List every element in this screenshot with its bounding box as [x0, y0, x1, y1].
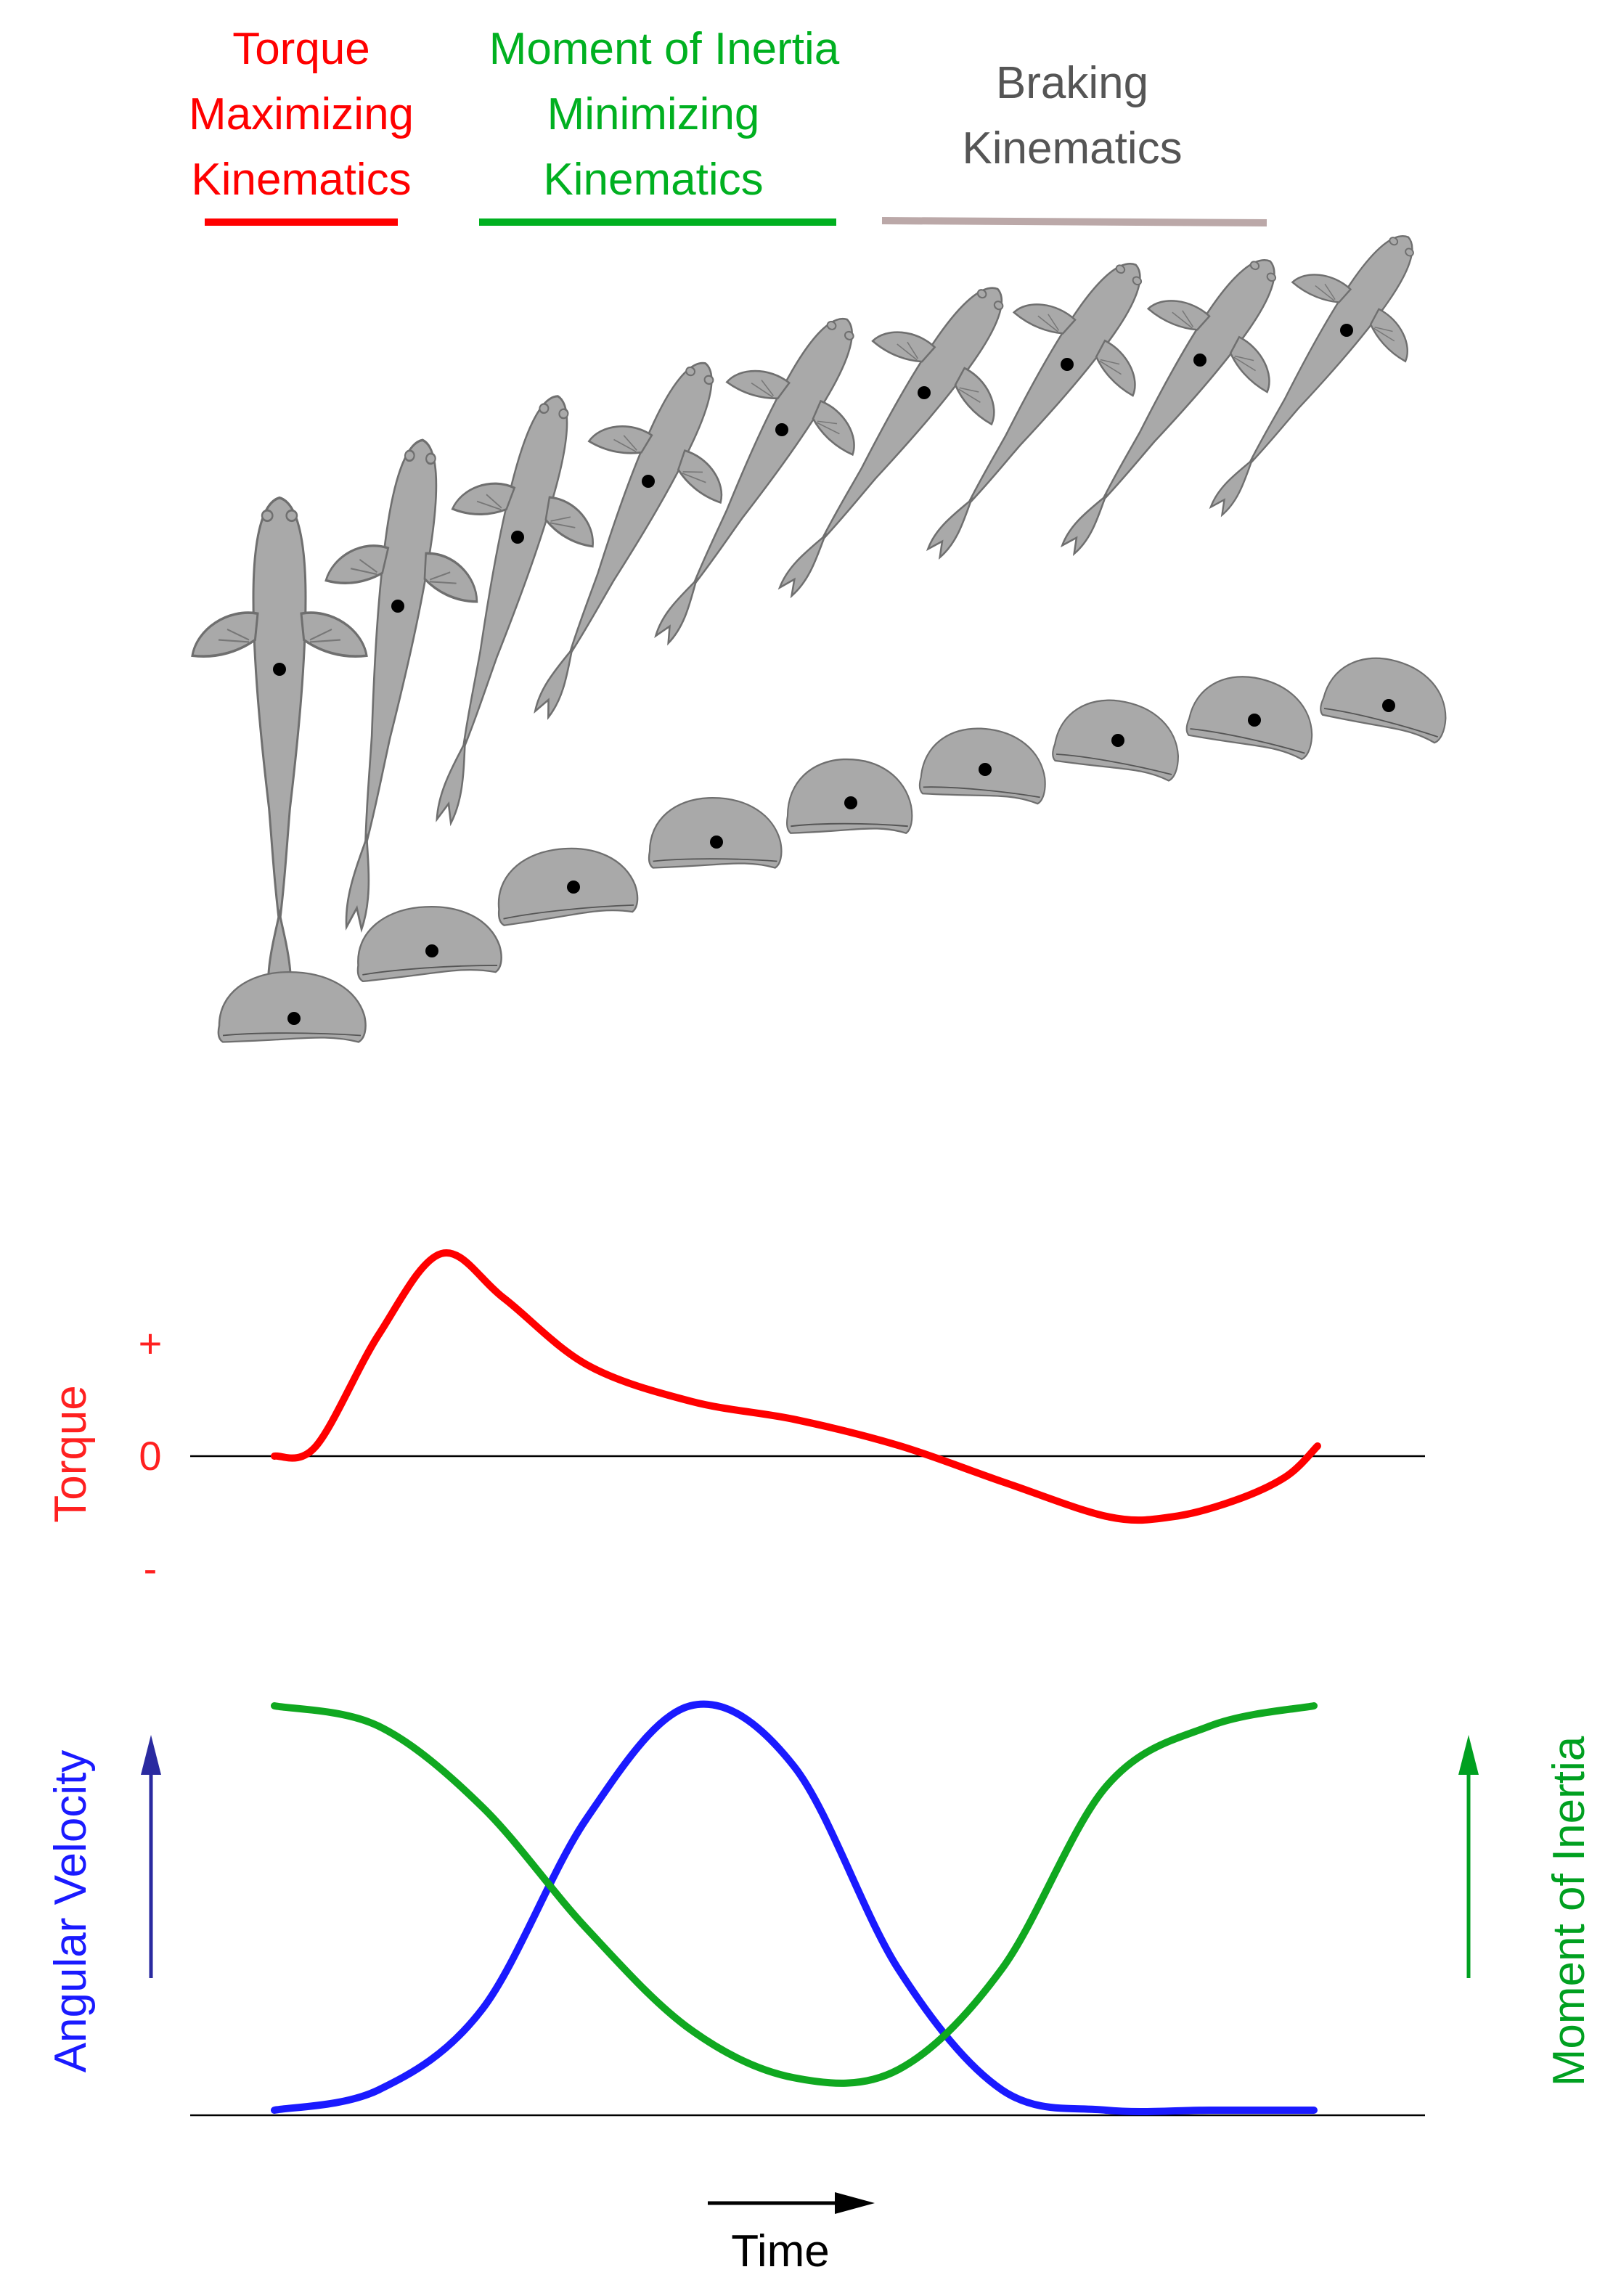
phase-torque-line2: Maximizing [189, 89, 414, 139]
center-of-mass-dot [567, 881, 580, 894]
center-of-mass-dot [391, 600, 404, 613]
lateral-fish-9 [1318, 645, 1458, 745]
phase-torque-line1: Torque [232, 24, 370, 74]
torque-tick-plus: + [139, 1320, 163, 1366]
phase-torque-maximizing: Torque Maximizing Kinematics [189, 24, 414, 226]
torque-tick-zero: 0 [139, 1433, 161, 1479]
center-of-mass-dot [918, 386, 931, 399]
center-of-mass-dot [287, 1012, 301, 1025]
time-arrow-icon [708, 2192, 875, 2214]
torque-series-line [271, 1249, 1321, 1524]
time-axis-label: Time [731, 2226, 829, 2276]
dorsal-fish-sequence [191, 196, 1466, 1010]
phase-braking-line1: Braking [996, 58, 1148, 108]
angular-velocity-arrow-icon [141, 1735, 161, 1978]
moment-of-inertia-axis-label: Moment of Inertia [1544, 1736, 1594, 2086]
moment-of-inertia-arrow-icon [1458, 1735, 1479, 1978]
phase-torque-line3: Kinematics [191, 155, 411, 205]
lateral-fish-4 [648, 796, 783, 869]
angular-velocity-series-line [271, 1700, 1318, 2116]
center-of-mass-dot [1111, 734, 1124, 747]
center-of-mass-dot [979, 763, 992, 776]
center-of-mass-dot [1248, 714, 1261, 727]
center-of-mass-dot [1193, 354, 1206, 367]
torque-chart: Torque + 0 - [46, 1249, 1425, 1591]
phase-braking: Braking Kinematics [881, 58, 1267, 226]
angular-velocity-axis-label: Angular Velocity [46, 1750, 96, 2073]
phase-inertia-line2: Minimizing [547, 89, 760, 139]
center-of-mass-dot [273, 663, 286, 676]
lateral-fish-3 [491, 841, 640, 927]
lateral-fish-8 [1184, 665, 1323, 761]
phase-inertia-line1: Moment of Inertia [489, 24, 840, 74]
center-of-mass-dot [844, 796, 857, 809]
center-of-mass-dot [642, 475, 655, 488]
phase-braking-line2: Kinematics [962, 123, 1182, 173]
center-of-mass-dot [425, 944, 438, 957]
lateral-fish-2 [352, 901, 504, 983]
kinematics-chart: Angular Velocity Moment of Inertia Time [46, 1700, 1594, 2276]
lateral-fish-sequence [217, 645, 1458, 1043]
center-of-mass-dot [1382, 699, 1395, 712]
phase-braking-bar [881, 217, 1267, 226]
phase-inertia-line3: Kinematics [543, 155, 763, 205]
torque-axis-label: Torque [46, 1385, 96, 1523]
center-of-mass-dot [775, 423, 788, 436]
torque-tick-minus: - [144, 1545, 158, 1591]
lateral-fish-1 [217, 971, 367, 1043]
center-of-mass-dot [1340, 324, 1353, 337]
center-of-mass-dot [1061, 358, 1074, 371]
lateral-fish-5 [785, 758, 913, 834]
center-of-mass-dot [710, 836, 723, 849]
moment-of-inertia-series-line [271, 1702, 1318, 2087]
center-of-mass-dot [511, 531, 524, 544]
phase-inertia-minimizing: Moment of Inertia Minimizing Kinematics [479, 24, 840, 226]
